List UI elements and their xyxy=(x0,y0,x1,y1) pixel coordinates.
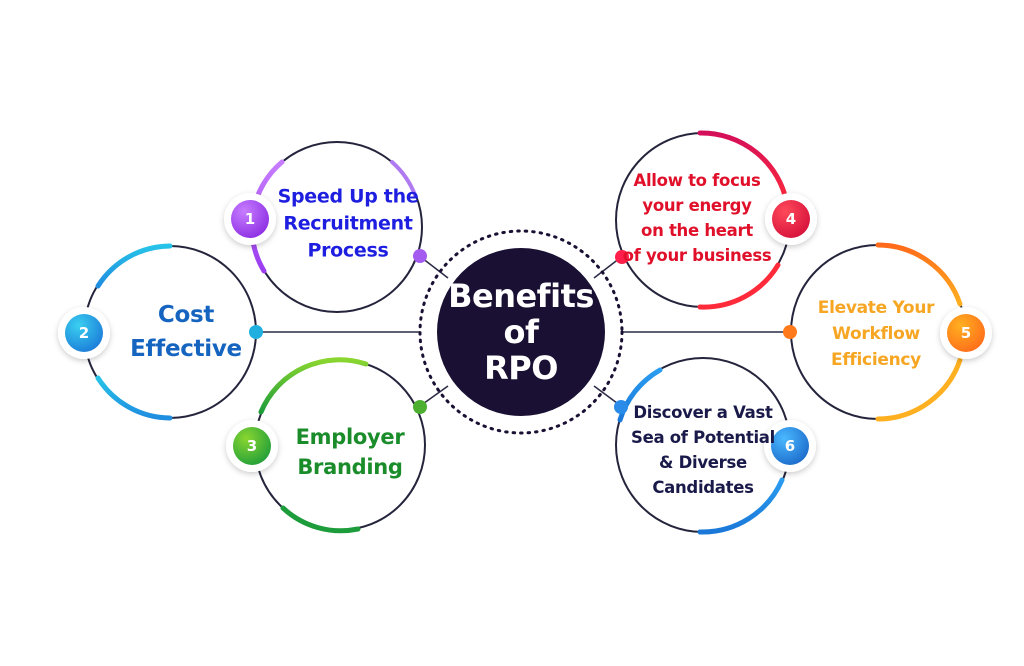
center-dotted-ring xyxy=(418,229,624,435)
connector-dot-4 xyxy=(615,250,629,264)
benefit-circle-5 xyxy=(790,242,966,422)
center-title: Benefits of RPO xyxy=(448,277,594,387)
connector-dot-2 xyxy=(249,325,263,339)
badge-number-3: 3 xyxy=(246,437,258,455)
center-circle xyxy=(437,248,605,416)
badge-number-1: 1 xyxy=(244,210,256,228)
benefit-label-3: Employer Branding xyxy=(295,425,405,479)
benefit-label-6: Discover a Vast Sea of Potential & Diver… xyxy=(631,403,775,497)
connector-dot-1 xyxy=(413,249,427,263)
benefit-label-2: Cost Effective xyxy=(130,302,242,362)
benefit-circle-3 xyxy=(254,357,426,534)
connector-line-4 xyxy=(593,257,621,279)
badge-number-5: 5 xyxy=(960,324,972,342)
connector-dot-3 xyxy=(413,400,427,414)
connector-dot-5 xyxy=(783,325,797,339)
badge-number-2: 2 xyxy=(78,324,90,342)
benefit-circle-1 xyxy=(249,141,423,313)
benefit-label-5: Elevate Your Workflow Efficiency xyxy=(817,298,935,370)
connector-line-1 xyxy=(421,257,449,279)
badge-number-6: 6 xyxy=(784,437,796,455)
benefit-label-1: Speed Up the Recruitment Process xyxy=(277,185,419,262)
connector-dot-6 xyxy=(614,400,628,414)
number-badges xyxy=(58,193,992,472)
center-hub xyxy=(418,229,624,435)
benefit-label-4: Allow to focus your energy on the heart … xyxy=(622,171,772,265)
badge-number-4: 4 xyxy=(785,210,797,228)
connector-dots xyxy=(249,249,797,414)
